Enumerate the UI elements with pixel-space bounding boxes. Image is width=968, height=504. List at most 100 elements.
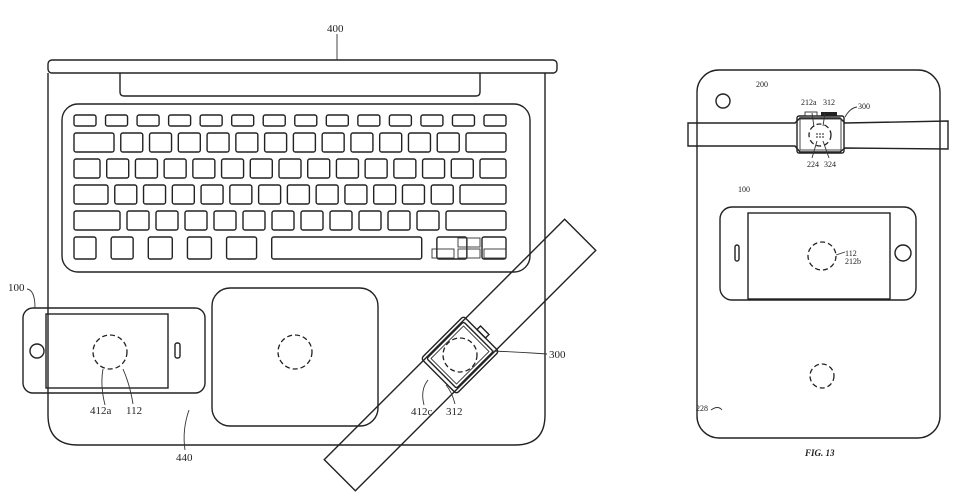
label-112: 112 [845, 249, 857, 258]
key [167, 114, 192, 127]
label-300: 300 [549, 349, 566, 361]
key [206, 132, 230, 153]
keyboard-keys [73, 114, 507, 260]
label-112: 112 [126, 405, 142, 417]
home-button [894, 244, 912, 262]
watch-crown [475, 325, 490, 340]
key [372, 184, 397, 205]
key [142, 184, 167, 205]
key [294, 114, 318, 127]
arrow-key [483, 248, 507, 259]
watch-crown [821, 112, 837, 116]
key [387, 210, 411, 231]
key [436, 132, 460, 153]
tablet-body [696, 69, 941, 439]
leader-lines-left [26, 34, 548, 451]
phone-screen [45, 313, 169, 389]
key [421, 158, 446, 179]
label-100: 100 [8, 282, 25, 294]
label-212a: 212a [801, 98, 817, 107]
key [73, 132, 115, 153]
key [257, 184, 282, 205]
label-200: 200 [756, 80, 768, 89]
key [186, 236, 213, 260]
phone-left [22, 307, 206, 394]
label-228: 228 [696, 404, 708, 413]
key [378, 132, 403, 153]
tablet-coil [809, 363, 835, 389]
trackpad [211, 287, 379, 427]
key [106, 158, 130, 179]
key [335, 158, 360, 179]
arrow-key [457, 237, 481, 248]
phone-screen [747, 212, 891, 300]
key [120, 132, 144, 153]
key [451, 114, 476, 127]
label-324: 324 [824, 160, 836, 169]
key [450, 158, 474, 179]
phone-right [719, 206, 917, 301]
key [110, 236, 134, 260]
key [292, 132, 317, 153]
watch-right [687, 111, 949, 154]
phone-coil [92, 334, 128, 370]
laptop-hinge [119, 73, 481, 97]
leader-lines-right [710, 106, 858, 411]
key [73, 184, 109, 205]
key [465, 132, 507, 153]
key [393, 158, 417, 179]
label-312: 312 [446, 406, 463, 418]
watch-button [804, 111, 818, 117]
key [213, 210, 237, 231]
key [329, 210, 353, 231]
key [325, 114, 350, 127]
keyboard-area [61, 103, 531, 273]
key [263, 132, 288, 153]
key [225, 236, 258, 260]
label-440: 440 [176, 452, 193, 464]
phone-body [719, 206, 917, 301]
watch-screen [430, 325, 490, 385]
phone-body [22, 307, 206, 394]
key [479, 158, 507, 179]
key [73, 236, 97, 260]
watch-band [323, 218, 597, 492]
key [358, 210, 382, 231]
key [249, 158, 273, 179]
key [430, 184, 454, 205]
key [286, 184, 311, 205]
key [315, 184, 339, 205]
tablet-camera [715, 93, 731, 109]
watch-case [796, 115, 845, 154]
key [229, 184, 253, 205]
key [459, 184, 507, 205]
label-412a: 412a [90, 405, 112, 417]
laptop-lid [47, 59, 558, 74]
key [271, 236, 423, 260]
key [344, 184, 368, 205]
laptop-base [47, 73, 546, 446]
key [126, 210, 150, 231]
watch-case [421, 316, 499, 394]
home-button [29, 343, 45, 359]
key [104, 114, 129, 127]
key [364, 158, 388, 179]
key [262, 114, 286, 127]
key [134, 158, 159, 179]
label-224: 224 [807, 160, 819, 169]
key [321, 132, 345, 153]
key [192, 158, 216, 179]
key [401, 184, 426, 205]
key [163, 158, 187, 179]
key [436, 236, 468, 260]
label-312: 312 [823, 98, 835, 107]
key [483, 114, 507, 127]
phone-speaker [734, 244, 740, 262]
key [220, 158, 245, 179]
label-400: 400 [327, 23, 344, 35]
key [445, 210, 507, 231]
laptop [47, 59, 558, 446]
key [416, 210, 440, 231]
key [184, 210, 208, 231]
label-212b: 212b [845, 257, 861, 266]
